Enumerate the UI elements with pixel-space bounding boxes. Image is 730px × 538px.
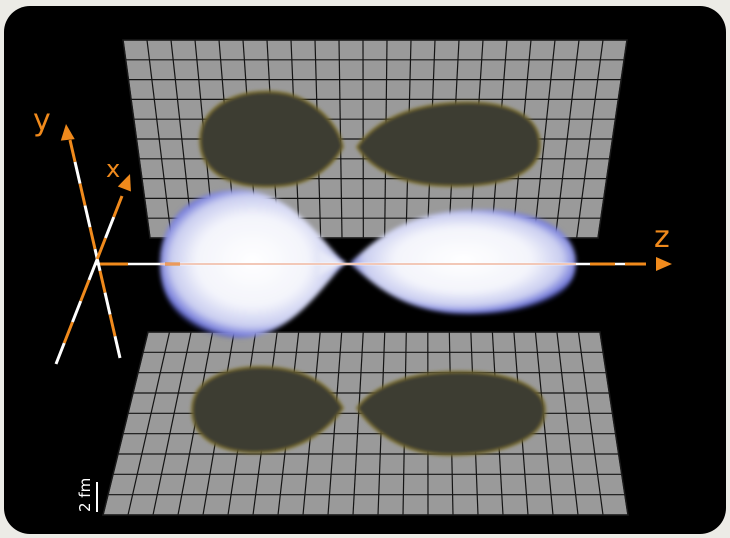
x-axis-segment [62, 321, 74, 344]
y-axis-segment [73, 161, 82, 184]
bottom-grid-line [152, 332, 192, 515]
top-shadow-right-fragment [355, 101, 542, 188]
scale-bar: 2 fm [76, 478, 98, 512]
top-shadow-left-fragment [198, 90, 345, 188]
bottom-grid-line [577, 332, 604, 515]
y-axis-segment [103, 292, 112, 315]
y-axis-label: y [33, 103, 51, 138]
bottom-grid-line [127, 332, 171, 515]
x-axis-segment [87, 258, 99, 281]
y-axis-segment [98, 270, 107, 293]
x-axis-segment [54, 342, 66, 365]
y-axis-segment [88, 226, 97, 250]
bottom-grid-line [327, 332, 343, 515]
bottom-shadow-left-fragment [190, 365, 345, 454]
x-axis-segment [79, 279, 91, 302]
x-axis-segment [95, 237, 107, 260]
x-axis-segment [104, 216, 116, 239]
y-axis-segment [68, 139, 77, 163]
bottom-shadow-right-fragment [355, 370, 547, 457]
x-axis-segment [112, 195, 124, 218]
y-axis-segment [78, 183, 87, 206]
bottom-grid-line [556, 332, 579, 515]
x-axis-segment [71, 300, 83, 323]
y-axis-segment [83, 205, 92, 228]
z-axis [95, 257, 672, 271]
x-axis-label: x [106, 155, 120, 183]
scale-bar-label: 2 fm [76, 478, 94, 512]
z-axis-arrowhead [656, 257, 672, 271]
nucleus-right-fragment [350, 209, 576, 314]
x-axis-arrowhead [117, 174, 131, 192]
bottom-grid-line [352, 332, 364, 515]
bottom-grid-line [534, 332, 554, 515]
y-axis-segment [108, 314, 117, 337]
coordinate-axes [54, 124, 131, 365]
top-projection-plane [122, 39, 628, 239]
y-axis-segment [113, 335, 122, 359]
bottom-projection-plane [102, 331, 629, 516]
y-axis-arrowhead [60, 124, 75, 141]
z-axis-label: z [654, 220, 670, 255]
